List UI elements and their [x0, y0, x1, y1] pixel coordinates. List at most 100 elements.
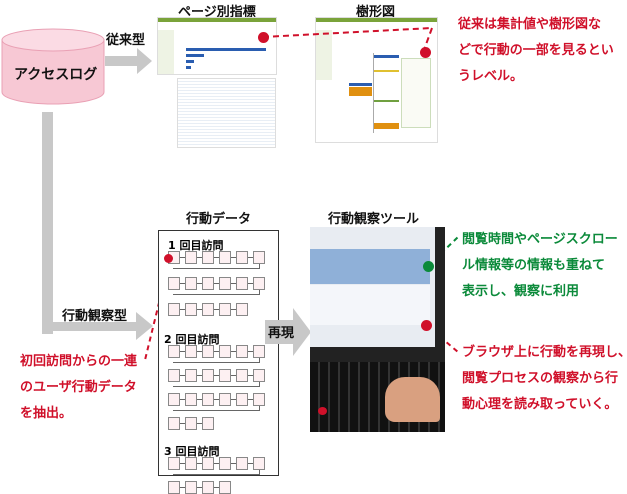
page-view-node: [253, 345, 265, 358]
behavior-data-panel: 1 回目訪問 2 回目訪問 3 回目訪問: [158, 230, 279, 494]
page-view-node: [219, 303, 231, 316]
page-view-node: [185, 481, 197, 494]
page-view-node: [236, 345, 248, 358]
page-view-node: [236, 457, 248, 470]
page-view-node: [253, 251, 265, 264]
marker-dot: [164, 254, 173, 263]
page-view-node: [202, 457, 214, 470]
flow-arrow: [214, 399, 219, 400]
flow-arrow: [180, 283, 185, 284]
replay-arrow: [265, 308, 311, 356]
observation-arrow-stem: [42, 112, 53, 334]
page-view-node: [185, 345, 197, 358]
page-view-node: [185, 393, 197, 406]
page-view-node: [202, 345, 214, 358]
flow-arrow: [180, 399, 185, 400]
flow-arrow: [180, 463, 185, 464]
flow-arrow: [248, 351, 253, 352]
page-view-node: [202, 481, 214, 494]
page-view-node: [168, 481, 180, 494]
page-view-node: [168, 457, 180, 470]
page-view-node: [219, 369, 231, 382]
overlay-note: 閲覧時間やページスクロール情報等の情報も重ねて表示し、観察に利用: [462, 232, 618, 299]
flow-arrow: [214, 309, 219, 310]
traditional-arrow: [105, 48, 152, 74]
row-wrap-connector: [173, 290, 260, 295]
flow-arrow: [180, 423, 185, 424]
flow-arrow: [248, 463, 253, 464]
flow-arrow: [231, 375, 236, 376]
flow-arrow: [214, 257, 219, 258]
page-view-node: [219, 393, 231, 406]
page-view-node: [236, 303, 248, 316]
page-view-node: [202, 303, 214, 316]
observation-arrow: [42, 312, 153, 340]
flow-arrow: [248, 257, 253, 258]
page-view-node: [236, 393, 248, 406]
flow-arrow: [231, 463, 236, 464]
flow-arrow: [197, 375, 202, 376]
flow-arrow: [197, 399, 202, 400]
page-view-node: [202, 393, 214, 406]
page-view-node: [219, 345, 231, 358]
marker-dot: [318, 407, 327, 415]
access-log-label: アクセスログ: [14, 67, 98, 83]
flow-arrow: [197, 423, 202, 424]
page-view-node: [185, 251, 197, 264]
page-view-node: [168, 417, 180, 430]
flow-arrow: [180, 257, 185, 258]
page-view-node: [219, 251, 231, 264]
page-view-node: [185, 417, 197, 430]
flow-arrow: [248, 283, 253, 284]
row-wrap-connector: [173, 382, 260, 387]
flow-arrow: [197, 309, 202, 310]
tool-photo: [310, 227, 445, 432]
tree-diagram-screenshot: [315, 17, 438, 143]
marker-dot: [423, 261, 434, 272]
page-view-node: [168, 277, 180, 290]
tool-title: 行動観察ツール: [328, 212, 420, 227]
page-view-node: [202, 277, 214, 290]
flow-arrow: [214, 351, 219, 352]
page-view-node: [185, 277, 197, 290]
page-view-node: [253, 369, 265, 382]
page-view-node: [185, 457, 197, 470]
page-view-node: [168, 345, 180, 358]
page-view-node: [202, 251, 214, 264]
page-metrics-title: ページ別指標: [178, 5, 256, 20]
flow-arrow: [180, 375, 185, 376]
visit-label: 3 回目訪問: [164, 445, 220, 458]
traditional-label: 従来型: [106, 33, 146, 48]
replay-label: 再現: [268, 326, 295, 341]
visit-label: 1 回目訪問: [168, 239, 224, 252]
marker-dot: [258, 32, 269, 43]
flow-arrow: [231, 283, 236, 284]
flow-arrow: [214, 375, 219, 376]
page-view-node: [185, 369, 197, 382]
traditional-note: 従来は集計値や樹形図などで行動の一部を見るというレベル。: [458, 17, 614, 84]
flow-arrow: [180, 309, 185, 310]
flow-arrow: [197, 463, 202, 464]
flow-arrow: [197, 283, 202, 284]
flow-arrow: [231, 257, 236, 258]
page-view-node: [168, 369, 180, 382]
page-view-node: [253, 393, 265, 406]
page-view-node: [202, 369, 214, 382]
flow-arrow: [197, 351, 202, 352]
page-view-node: [219, 277, 231, 290]
page-view-node: [168, 303, 180, 316]
page-view-node: [168, 393, 180, 406]
page-view-node: [236, 369, 248, 382]
visit-label: 2 回目訪問: [164, 333, 220, 346]
behavior-data-title: 行動データ: [186, 212, 252, 227]
marker-dot: [420, 47, 431, 58]
observation-label: 行動観察型: [62, 309, 128, 324]
access-log-database-icon: [1, 28, 105, 105]
flow-arrow: [214, 283, 219, 284]
page-view-node: [185, 303, 197, 316]
flow-arrow: [231, 309, 236, 310]
row-wrap-connector: [173, 358, 260, 363]
page-view-node: [253, 277, 265, 290]
tree-diagram-title: 樹形図: [356, 5, 396, 20]
row-wrap-connector: [173, 406, 260, 411]
